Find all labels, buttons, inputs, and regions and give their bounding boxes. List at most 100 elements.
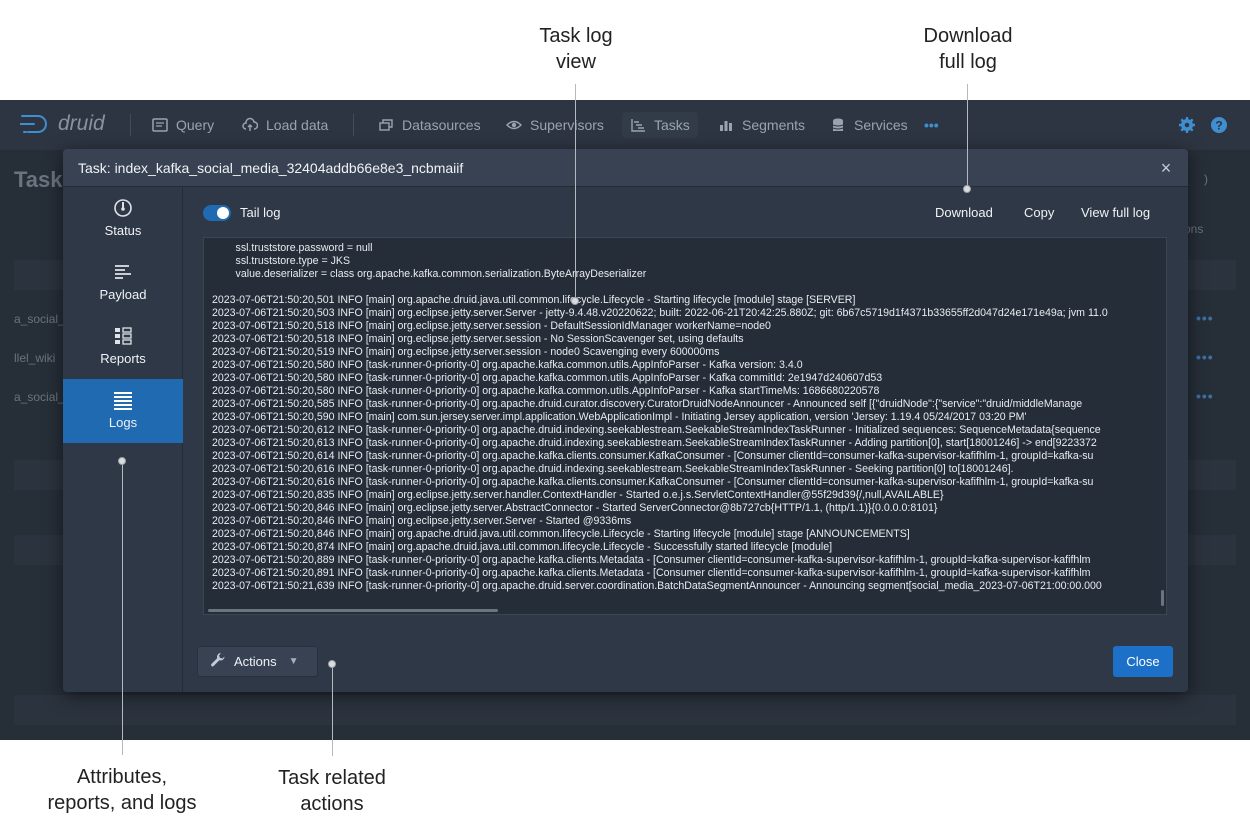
log-line: ssl.truststore.password = null	[212, 242, 373, 254]
dialog-header: Task: index_kafka_social_media_32404addb…	[63, 149, 1188, 187]
scrollbar-thumb[interactable]	[208, 609, 498, 612]
log-line: 2023-07-06T21:50:20,501 INFO [main] org.…	[212, 294, 856, 306]
tail-log-switch[interactable]	[203, 205, 231, 221]
nav-divider	[130, 114, 131, 136]
logs-panel: Tail log Download Copy View full log ssl…	[184, 187, 1188, 692]
tab-status[interactable]: Status	[63, 187, 183, 251]
row-more-button[interactable]: •••	[1196, 310, 1214, 326]
nav-label: Load data	[266, 117, 329, 133]
tab-label: Status	[104, 223, 142, 238]
log-line: 2023-07-06T21:50:20,585 INFO [task-runne…	[212, 398, 1083, 410]
log-line: 2023-07-06T21:50:20,846 INFO [main] org.…	[212, 515, 632, 527]
view-full-log-button[interactable]: View full log	[1081, 205, 1151, 220]
caret-down-icon: ▼	[288, 656, 299, 667]
close-icon[interactable]: ×	[1160, 158, 1172, 178]
leader-line	[575, 84, 576, 301]
log-line: 2023-07-06T21:50:20,518 INFO [main] org.…	[212, 320, 771, 332]
log-line: value.deserializer = class org.apache.ka…	[212, 268, 647, 280]
side-tabs: Status Payload Reports Logs	[63, 187, 183, 692]
leader-dot	[328, 660, 336, 668]
log-line: 2023-07-06T21:50:20,616 INFO [task-runne…	[212, 463, 1014, 475]
gear-icon[interactable]	[1178, 116, 1196, 134]
nav-divider	[353, 114, 354, 136]
wrench-icon	[210, 652, 226, 671]
log-line: 2023-07-06T21:50:20,590 INFO [main] com.…	[212, 411, 1027, 423]
log-line: 2023-07-06T21:50:20,874 INFO [main] org.…	[212, 541, 833, 553]
row-more-button[interactable]: •••	[1196, 349, 1214, 365]
row-more-button[interactable]: •••	[1196, 388, 1214, 404]
list-icon	[112, 389, 134, 411]
log-line: 2023-07-06T21:50:20,613 INFO [task-runne…	[212, 437, 1097, 449]
tab-reports[interactable]: Reports	[63, 315, 183, 379]
log-line: 2023-07-06T21:50:20,580 INFO [task-runne…	[212, 359, 803, 371]
log-line: 2023-07-06T21:50:20,614 INFO [task-runne…	[212, 450, 1094, 462]
horizontal-scrollbar[interactable]	[204, 608, 1166, 614]
nav-item-datasources[interactable]: Datasources	[370, 112, 489, 138]
dashboard-icon	[112, 197, 134, 219]
copy-button[interactable]: Copy	[1024, 205, 1055, 220]
database-icon	[830, 117, 846, 133]
logo-text: druid	[58, 112, 105, 135]
log-line: ssl.truststore.location = null	[212, 238, 1166, 242]
close-button[interactable]: Close	[1113, 646, 1173, 677]
log-line	[212, 281, 1166, 294]
leader-dot	[118, 457, 126, 465]
log-line: ssl.truststore.type = JKS	[212, 255, 351, 267]
annotation-task-related-actions: Task related actions	[278, 767, 386, 815]
leader-dot	[571, 297, 579, 305]
nav-item-tasks[interactable]: Tasks	[622, 112, 698, 138]
log-line: 2023-07-06T21:50:20,580 INFO [task-runne…	[212, 385, 880, 397]
top-navbar: druid Query Load data Datasources Superv…	[0, 100, 1250, 150]
bg-dropdown-fragment: )	[1204, 172, 1208, 186]
log-line: 2023-07-06T21:50:20,519 INFO [main] org.…	[212, 346, 720, 358]
nav-item-load-data[interactable]: Load data	[234, 112, 336, 138]
log-line: 2023-07-06T21:50:20,503 INFO [main] org.…	[212, 307, 1108, 319]
log-line: 2023-07-06T21:50:20,616 INFO [task-runne…	[212, 476, 1094, 488]
log-line: 2023-07-06T21:50:20,612 INFO [task-runne…	[212, 424, 1101, 436]
annotation-task-log-view: Task log view	[539, 25, 613, 73]
log-line: 2023-07-06T21:50:21,639 INFO [task-runne…	[212, 580, 1102, 592]
leader-line	[122, 465, 123, 755]
log-line: 2023-07-06T21:50:20,846 INFO [main] org.…	[212, 502, 938, 514]
align-left-icon	[112, 261, 134, 283]
nav-label: Services	[854, 117, 908, 133]
nav-item-services[interactable]: Services	[822, 112, 916, 138]
svg-text:?: ?	[1215, 119, 1222, 133]
log-viewer[interactable]: ssl.truststore.location = null ssl.trust…	[203, 237, 1167, 615]
properties-icon	[112, 325, 134, 347]
download-button[interactable]: Download	[935, 205, 993, 220]
annotation-download-full-log: Download full log	[923, 25, 1013, 73]
log-line: 2023-07-06T21:50:20,518 INFO [main] org.…	[212, 333, 744, 345]
log-text: ssl.truststore.location = null ssl.trust…	[212, 238, 1166, 593]
nav-item-query[interactable]: Query	[144, 112, 222, 138]
druid-logo[interactable]: druid	[20, 112, 105, 136]
help-icon[interactable]: ?	[1210, 116, 1228, 134]
log-line: 2023-07-06T21:50:20,889 INFO [task-runne…	[212, 554, 1091, 566]
bg-row-fragment: a_social_	[14, 390, 65, 404]
bg-table-row	[14, 695, 1236, 725]
nav-more-button[interactable]: •••	[924, 117, 939, 133]
console-icon	[152, 117, 168, 133]
log-line: 2023-07-06T21:50:20,835 INFO [main] org.…	[212, 489, 944, 501]
cloud-upload-icon	[242, 117, 259, 133]
druid-logo-icon	[20, 115, 47, 133]
nav-label: Datasources	[402, 117, 481, 133]
tab-payload[interactable]: Payload	[63, 251, 183, 315]
tab-label: Payload	[99, 287, 147, 302]
leader-line	[967, 84, 968, 187]
nav-item-segments[interactable]: Segments	[710, 112, 813, 138]
tail-log-label: Tail log	[240, 205, 281, 220]
nav-item-supervisors[interactable]: Supervisors	[498, 112, 612, 138]
gantt-chart-icon	[630, 117, 646, 133]
task-dialog: Task: index_kafka_social_media_32404addb…	[63, 149, 1188, 692]
log-line: 2023-07-06T21:50:20,846 INFO [main] org.…	[212, 528, 910, 540]
actions-button[interactable]: Actions ▼	[197, 646, 318, 677]
nav-label: Query	[176, 117, 215, 133]
annotation-attributes-reports-logs: Attributes, reports, and logs	[47, 766, 197, 814]
vertical-scrollbar-thumb[interactable]	[1161, 590, 1164, 606]
leader-dot	[963, 185, 971, 193]
stacked-chart-icon	[718, 117, 734, 133]
tab-logs[interactable]: Logs	[63, 379, 183, 443]
leader-line	[332, 668, 333, 756]
